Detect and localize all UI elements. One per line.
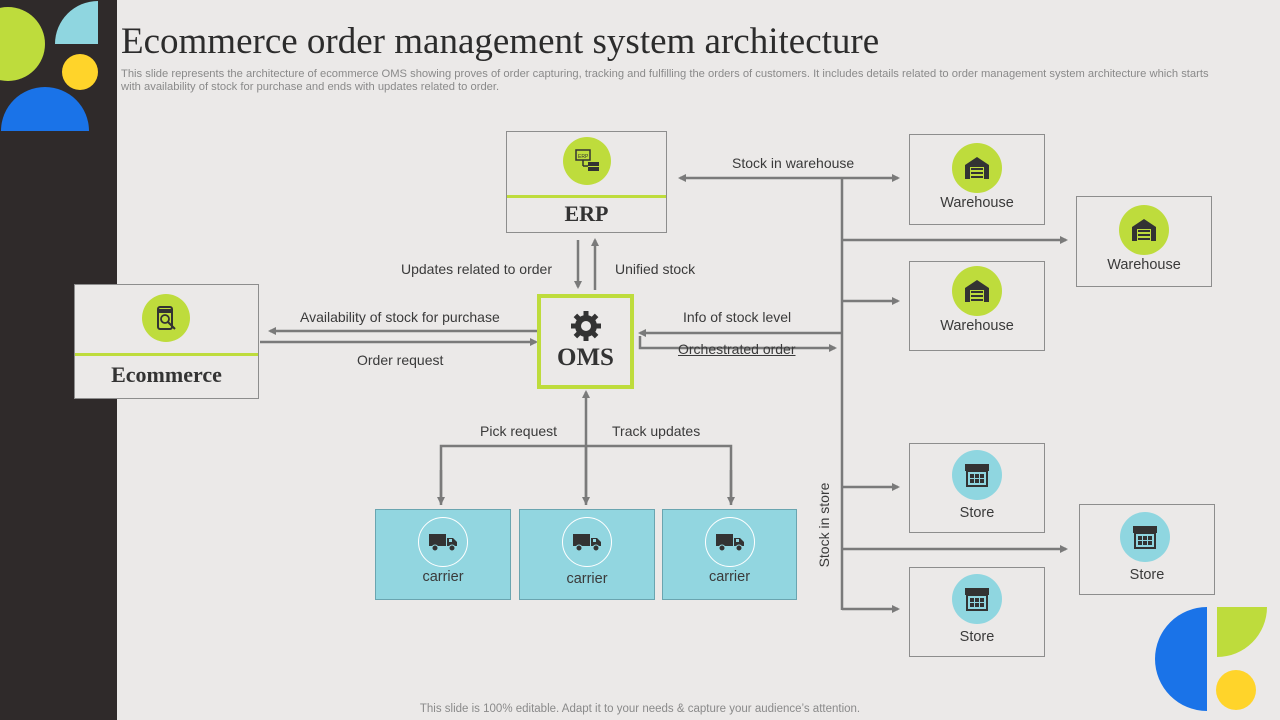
store-node: Store [1079,504,1215,595]
erp-node: ERP ERP [506,131,667,233]
page-subtitle: This slide represents the architecture o… [121,68,1209,93]
edge-label-stock-in-warehouse: Stock in warehouse [732,155,855,171]
carrier-node: carrier [662,509,797,600]
erp-server-icon: ERP [563,137,611,185]
store-node: Store [909,567,1045,657]
store-icon [1120,512,1170,562]
warehouse-icon [952,266,1002,316]
edge-label-unified-stock: Unified stock [615,261,696,277]
edge-label-pick-request: Pick request [480,423,558,439]
warehouse-node: Warehouse [1076,196,1212,287]
store-label: Store [1129,567,1165,583]
warehouse-node: Warehouse [909,134,1045,225]
oms-label: OMS [557,344,614,371]
edge-label-track-updates: Track updates [612,423,701,439]
oms-node: OMS [537,294,634,389]
edge-label-info-of-stock-level: Info of stock level [683,309,792,325]
page-title: Ecommerce order management system archit… [121,21,880,62]
store-label: Store [959,629,995,645]
carrier-label: carrier [566,571,608,587]
warehouse-label: Warehouse [1107,257,1181,273]
carrier-label: carrier [708,569,751,585]
store-icon [952,574,1002,624]
edge-label-order-request: Order request [357,352,444,368]
svg-text:ERP: ERP [578,154,589,160]
online-shop-icon [142,294,190,342]
erp-label: ERP [564,201,609,226]
ecommerce-label: Ecommerce [111,362,222,387]
edge-label-orchestrated-order: Orchestrated order [678,341,796,357]
store-label: Store [959,505,995,521]
erp-divider [507,195,666,198]
edge-label-availability-of-stock: Availability of stock for purchase [300,309,500,325]
ecommerce-divider [75,353,258,356]
ecommerce-node: Ecommerce [74,284,259,399]
store-icon [952,450,1002,500]
store-node: Store [909,443,1045,533]
warehouse-node: Warehouse [909,261,1045,351]
warehouse-icon [1119,205,1169,255]
footer-note: This slide is 100% editable. Adapt it to… [419,703,861,715]
warehouse-label: Warehouse [940,195,1014,211]
decorative-shapes-bottom [1155,607,1267,711]
carrier-label: carrier [422,569,464,585]
carrier-node: carrier [519,509,655,600]
gear-icon [569,309,603,348]
decorative-shapes-top [0,1,98,131]
carrier-node: carrier [375,509,511,600]
edge-label-stock-in-store: Stock in store [816,482,832,568]
truck-icon [704,517,755,567]
warehouse-icon [952,143,1002,193]
truck-icon [418,517,468,567]
truck-icon [562,517,612,567]
warehouse-label: Warehouse [940,318,1014,334]
edge-label-updates-related-to-order: Updates related to order [401,261,552,277]
